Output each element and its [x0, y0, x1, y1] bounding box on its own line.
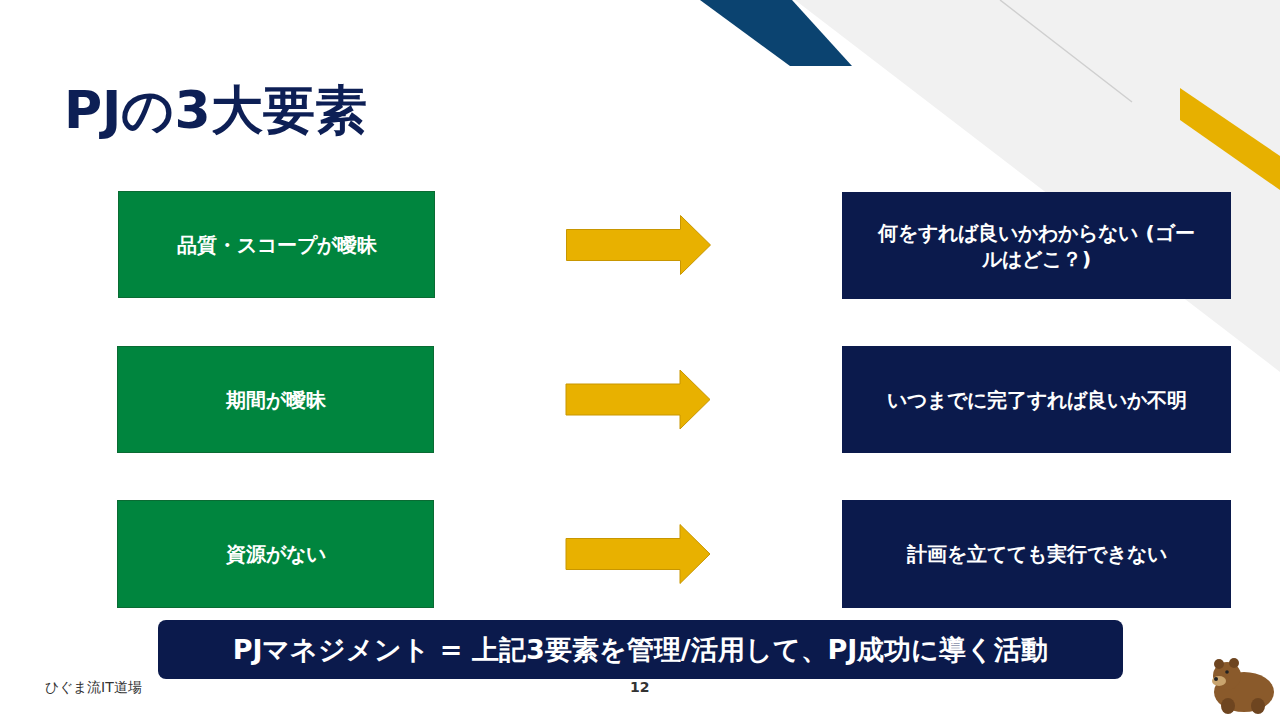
thin-stripe — [1000, 0, 1132, 102]
block-arrow — [566, 525, 710, 584]
effect-box: 計画を立てても実行できない — [842, 500, 1231, 608]
cause-box: 資源がない — [117, 500, 434, 608]
box-text: いつまでに完了すれば良いか不明 — [887, 387, 1187, 413]
cause-box: 期間が曖昧 — [117, 346, 434, 453]
block-arrow — [567, 216, 711, 275]
box-text: 何をすれば良いかわからない (ゴールはどこ？) — [872, 220, 1202, 272]
footer-text: ひぐま流IT道場 — [45, 679, 142, 697]
navy-stripe — [700, 0, 852, 66]
box-text: 期間が曖昧 — [226, 387, 326, 413]
box-text: 計画を立てても実行できない — [907, 541, 1167, 567]
slide-title: PJの3大要素 — [64, 76, 367, 146]
cause-box: 品質・スコープが曖昧 — [118, 191, 435, 298]
gray-band — [795, 0, 1280, 372]
block-arrow — [566, 370, 710, 429]
page-number: 12 — [630, 679, 649, 695]
box-text: 資源がない — [226, 541, 326, 567]
summary-banner: PJマネジメント = 上記3要素を管理/活用して、PJ成功に導く活動 — [158, 620, 1123, 679]
effect-box: 何をすれば良いかわからない (ゴールはどこ？) — [842, 192, 1231, 299]
yellow-stripe — [1180, 88, 1280, 190]
effect-box: いつまでに完了すれば良いか不明 — [842, 346, 1231, 453]
box-text: PJマネジメント = 上記3要素を管理/活用して、PJ成功に導く活動 — [233, 632, 1049, 667]
bear-illustration — [1212, 658, 1274, 714]
box-text: 品質・スコープが曖昧 — [177, 232, 377, 258]
